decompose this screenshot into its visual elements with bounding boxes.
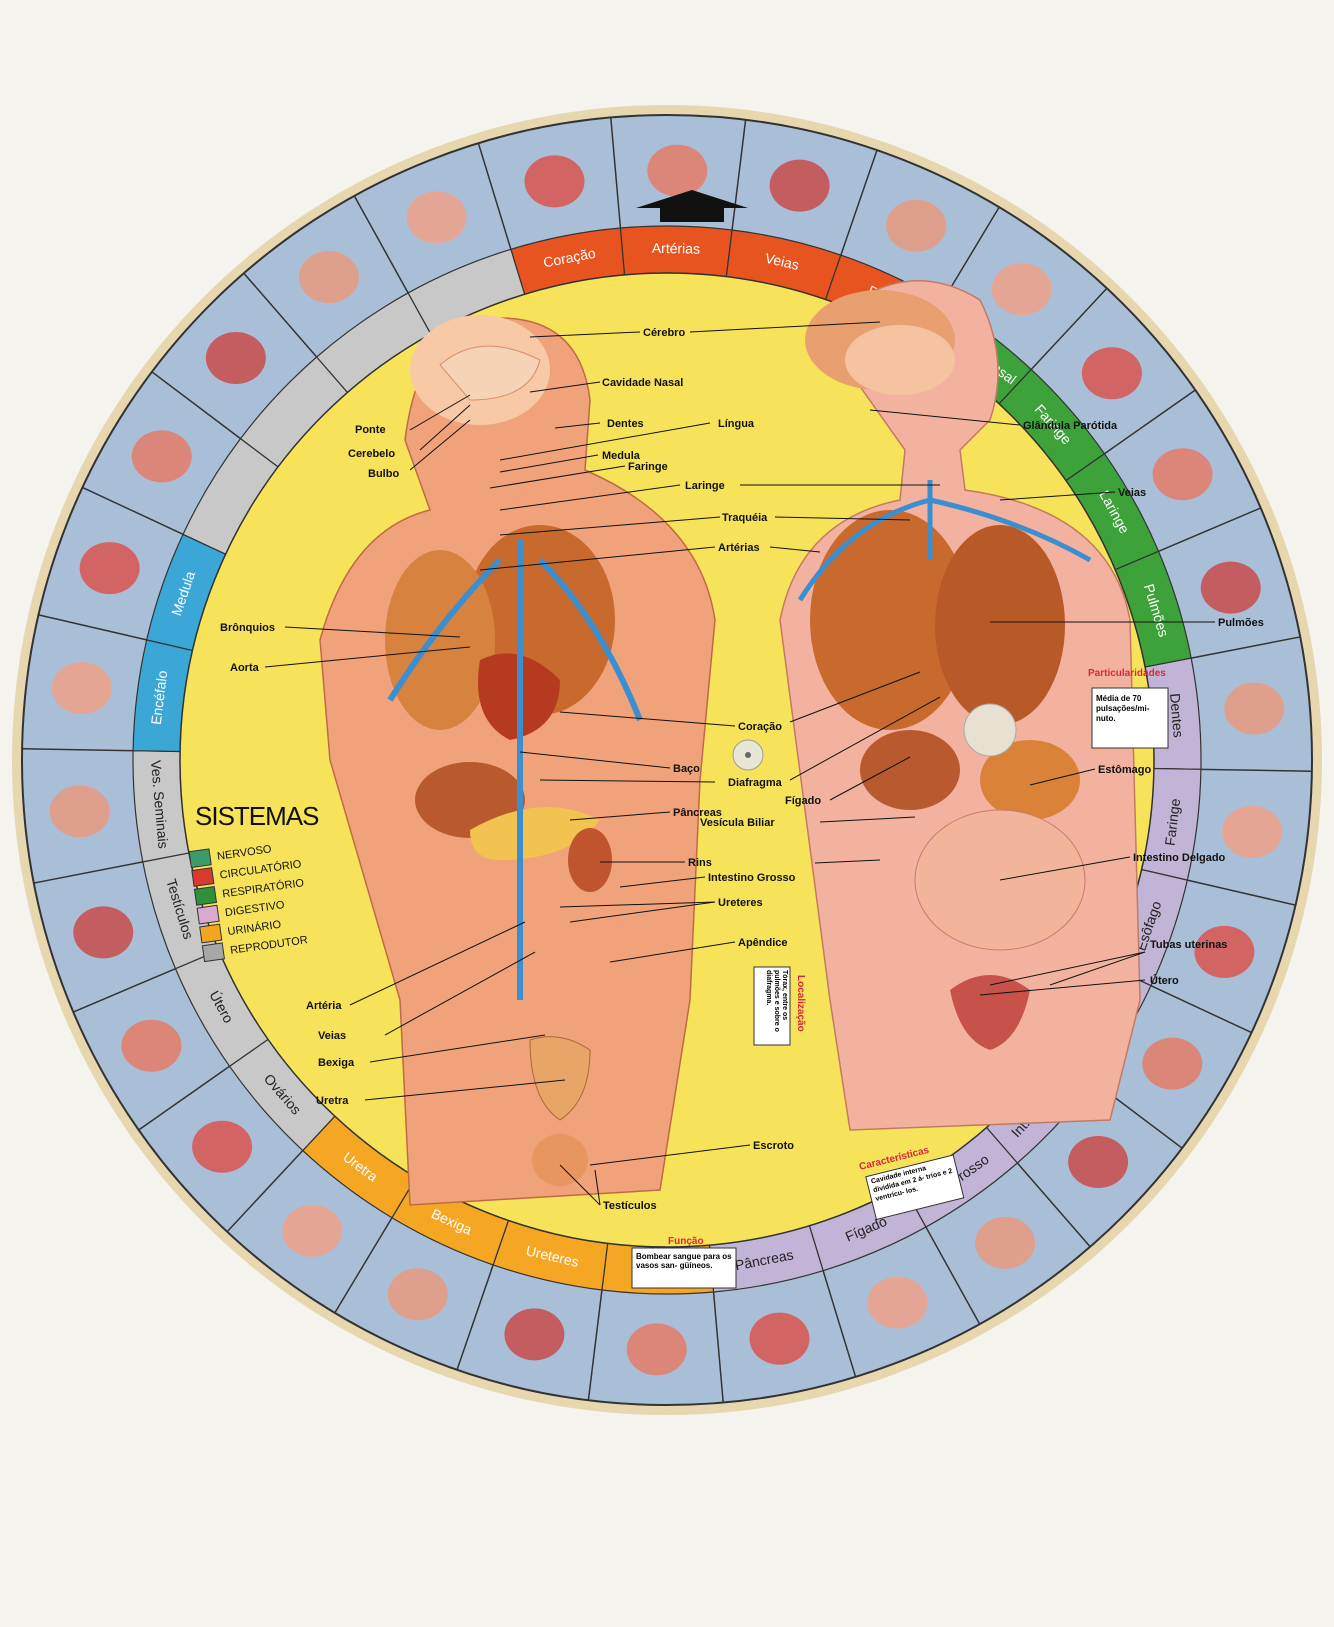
label-coracao: Coração (738, 721, 782, 733)
label-diafragma: Diafragma (728, 777, 783, 789)
svg-text:Localização: Localização (795, 975, 806, 1032)
organ-icon (867, 1277, 927, 1329)
organ-icon (1082, 347, 1142, 399)
organ-icon (1068, 1136, 1128, 1188)
label-dentes: Dentes (607, 418, 644, 430)
organ-icon (282, 1205, 342, 1257)
label-cerebro: Cérebro (643, 327, 685, 339)
label-intestino-grosso: Intestino Grosso (708, 872, 796, 884)
svg-text:Função: Função (668, 1236, 704, 1247)
label-figado: Fígado (785, 795, 821, 807)
label-traqueia: Traquéia (722, 512, 768, 524)
organ-icon (627, 1323, 687, 1375)
organ-icon (975, 1217, 1035, 1269)
label-baco: Baço (673, 763, 700, 775)
label-vesicula-biliar: Vesícula Biliar (700, 817, 775, 829)
localizacao-text: Tórax, entre os pulmões e sobre o diafra… (764, 970, 788, 1044)
label-aorta: Aorta (230, 662, 260, 674)
center-pin (745, 752, 751, 758)
label-uretra: Uretra (316, 1095, 349, 1107)
organ-icon (192, 1121, 252, 1173)
legend-swatch (189, 849, 211, 868)
label-apendice: Apêndice (738, 937, 788, 949)
label-testiculos: Testículos (603, 1200, 657, 1212)
organ-icon (388, 1268, 448, 1320)
label-intestino-delgado: Intestino Delgado (1133, 852, 1226, 864)
organ-icon (73, 906, 133, 958)
label-tubas-uterinas: Tubas uterinas (1150, 939, 1227, 951)
organ-icon (206, 332, 266, 384)
organ-icon (1153, 448, 1213, 500)
organ-icon (1201, 562, 1261, 614)
organ-icon (886, 200, 946, 252)
legend-swatch (194, 887, 216, 906)
label-lingua: Língua (718, 418, 755, 430)
label-arteria: Artéria (306, 1000, 342, 1012)
organ-icon (1194, 926, 1254, 978)
funcao-text: Bombear sangue para os vasos san- güíneo… (636, 1252, 734, 1270)
ring-label: Artérias (652, 240, 701, 257)
label-veias-f: Veias (1118, 487, 1146, 499)
legend-title: SISTEMAS (195, 801, 319, 831)
organ-icon (50, 785, 110, 837)
organ-icon (1142, 1038, 1202, 1090)
organ-icon (121, 1020, 181, 1072)
label-arterias: Artérias (718, 542, 760, 554)
organ-icon (504, 1308, 564, 1360)
svg-text:Particularidades: Particularidades (1088, 668, 1166, 679)
organ-icon (992, 263, 1052, 315)
label-cavidade-nasal: Cavidade Nasal (602, 377, 683, 389)
organ-icon (132, 430, 192, 482)
label-utero: Útero (1150, 974, 1179, 987)
organ-icon (299, 251, 359, 303)
organ-icon (525, 155, 585, 207)
label-glandula-parotida: Glândula Parótida (1023, 420, 1118, 432)
organ-icon (407, 191, 467, 243)
label-estomago: Estômago (1098, 764, 1151, 776)
label-bulbo: Bulbo (368, 468, 399, 480)
label-bexiga: Bexiga (318, 1057, 355, 1069)
legend-swatch (192, 868, 214, 887)
legend-swatch (202, 943, 224, 962)
organ-icon (1222, 806, 1282, 858)
label-ponte: Ponte (355, 424, 386, 436)
label-bronquios: Brônquios (220, 622, 275, 634)
particularidades-text: Média de 70 pulsações/mi- nuto. (1096, 694, 1166, 724)
label-cerebelo: Cerebelo (348, 448, 395, 460)
legend-swatch (197, 905, 219, 924)
organ-icon (770, 160, 830, 212)
label-rins: Rins (688, 857, 712, 869)
organ-icon (52, 662, 112, 714)
organ-icon (80, 542, 140, 594)
label-faringe: Faringe (628, 461, 668, 473)
organ-icon (1224, 683, 1284, 735)
label-pulmoes: Pulmões (1218, 617, 1264, 629)
organ-icon (647, 145, 707, 197)
label-ureteres: Ureteres (718, 897, 763, 909)
legend-swatch (200, 924, 222, 943)
label-veias: Veias (318, 1030, 346, 1042)
label-escroto: Escroto (753, 1140, 794, 1152)
organ-icon (749, 1313, 809, 1365)
label-laringe: Laringe (685, 480, 725, 492)
